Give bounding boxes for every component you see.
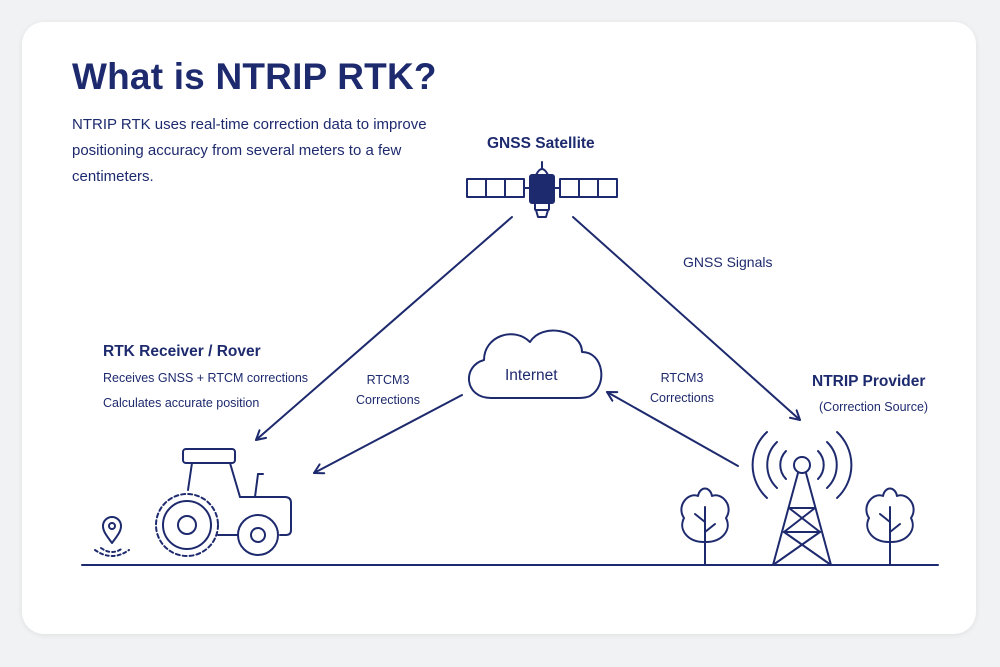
satellite-icon xyxy=(466,161,618,218)
rtcm-arrow-to-rover xyxy=(313,394,463,475)
provider-subtitle: (Correction Source) xyxy=(819,400,929,414)
rtcm-left-line-1: RTCM3 xyxy=(366,373,410,387)
rover-title: RTK Receiver / Rover xyxy=(103,343,261,360)
rtcm-left-line-2: Corrections xyxy=(356,393,420,407)
internet-label: Internet xyxy=(505,367,558,384)
page-title: What is NTRIP RTK? xyxy=(72,56,437,97)
tree-icon-right xyxy=(865,487,915,566)
gnss-signals-label: GNSS Signals xyxy=(683,254,773,270)
provider-title: NTRIP Provider xyxy=(812,373,926,390)
cloud-icon xyxy=(468,329,603,399)
tractor-icon xyxy=(155,448,292,557)
location-pin-icon xyxy=(94,516,130,557)
signal-arrow-to-provider xyxy=(572,216,801,421)
rtcm-arrow-to-internet xyxy=(606,391,739,467)
rover-line-2: Calculates accurate position xyxy=(103,396,260,410)
rtcm-right-line-2: Corrections xyxy=(650,391,714,405)
signal-arrow-to-rover xyxy=(255,216,513,441)
intro-text: NTRIP RTK uses real-time correction data… xyxy=(72,116,427,185)
rtcm-right-line-1: RTCM3 xyxy=(660,371,704,385)
radio-tower-icon xyxy=(751,431,853,566)
rtcm-label-right: RTCM3 Corrections xyxy=(640,368,724,408)
satellite-label: GNSS Satellite xyxy=(487,135,595,152)
tree-icon-left xyxy=(680,487,730,566)
rover-line-1: Receives GNSS + RTCM corrections xyxy=(103,371,309,385)
rtcm-label-left: RTCM3 Corrections xyxy=(346,370,430,410)
